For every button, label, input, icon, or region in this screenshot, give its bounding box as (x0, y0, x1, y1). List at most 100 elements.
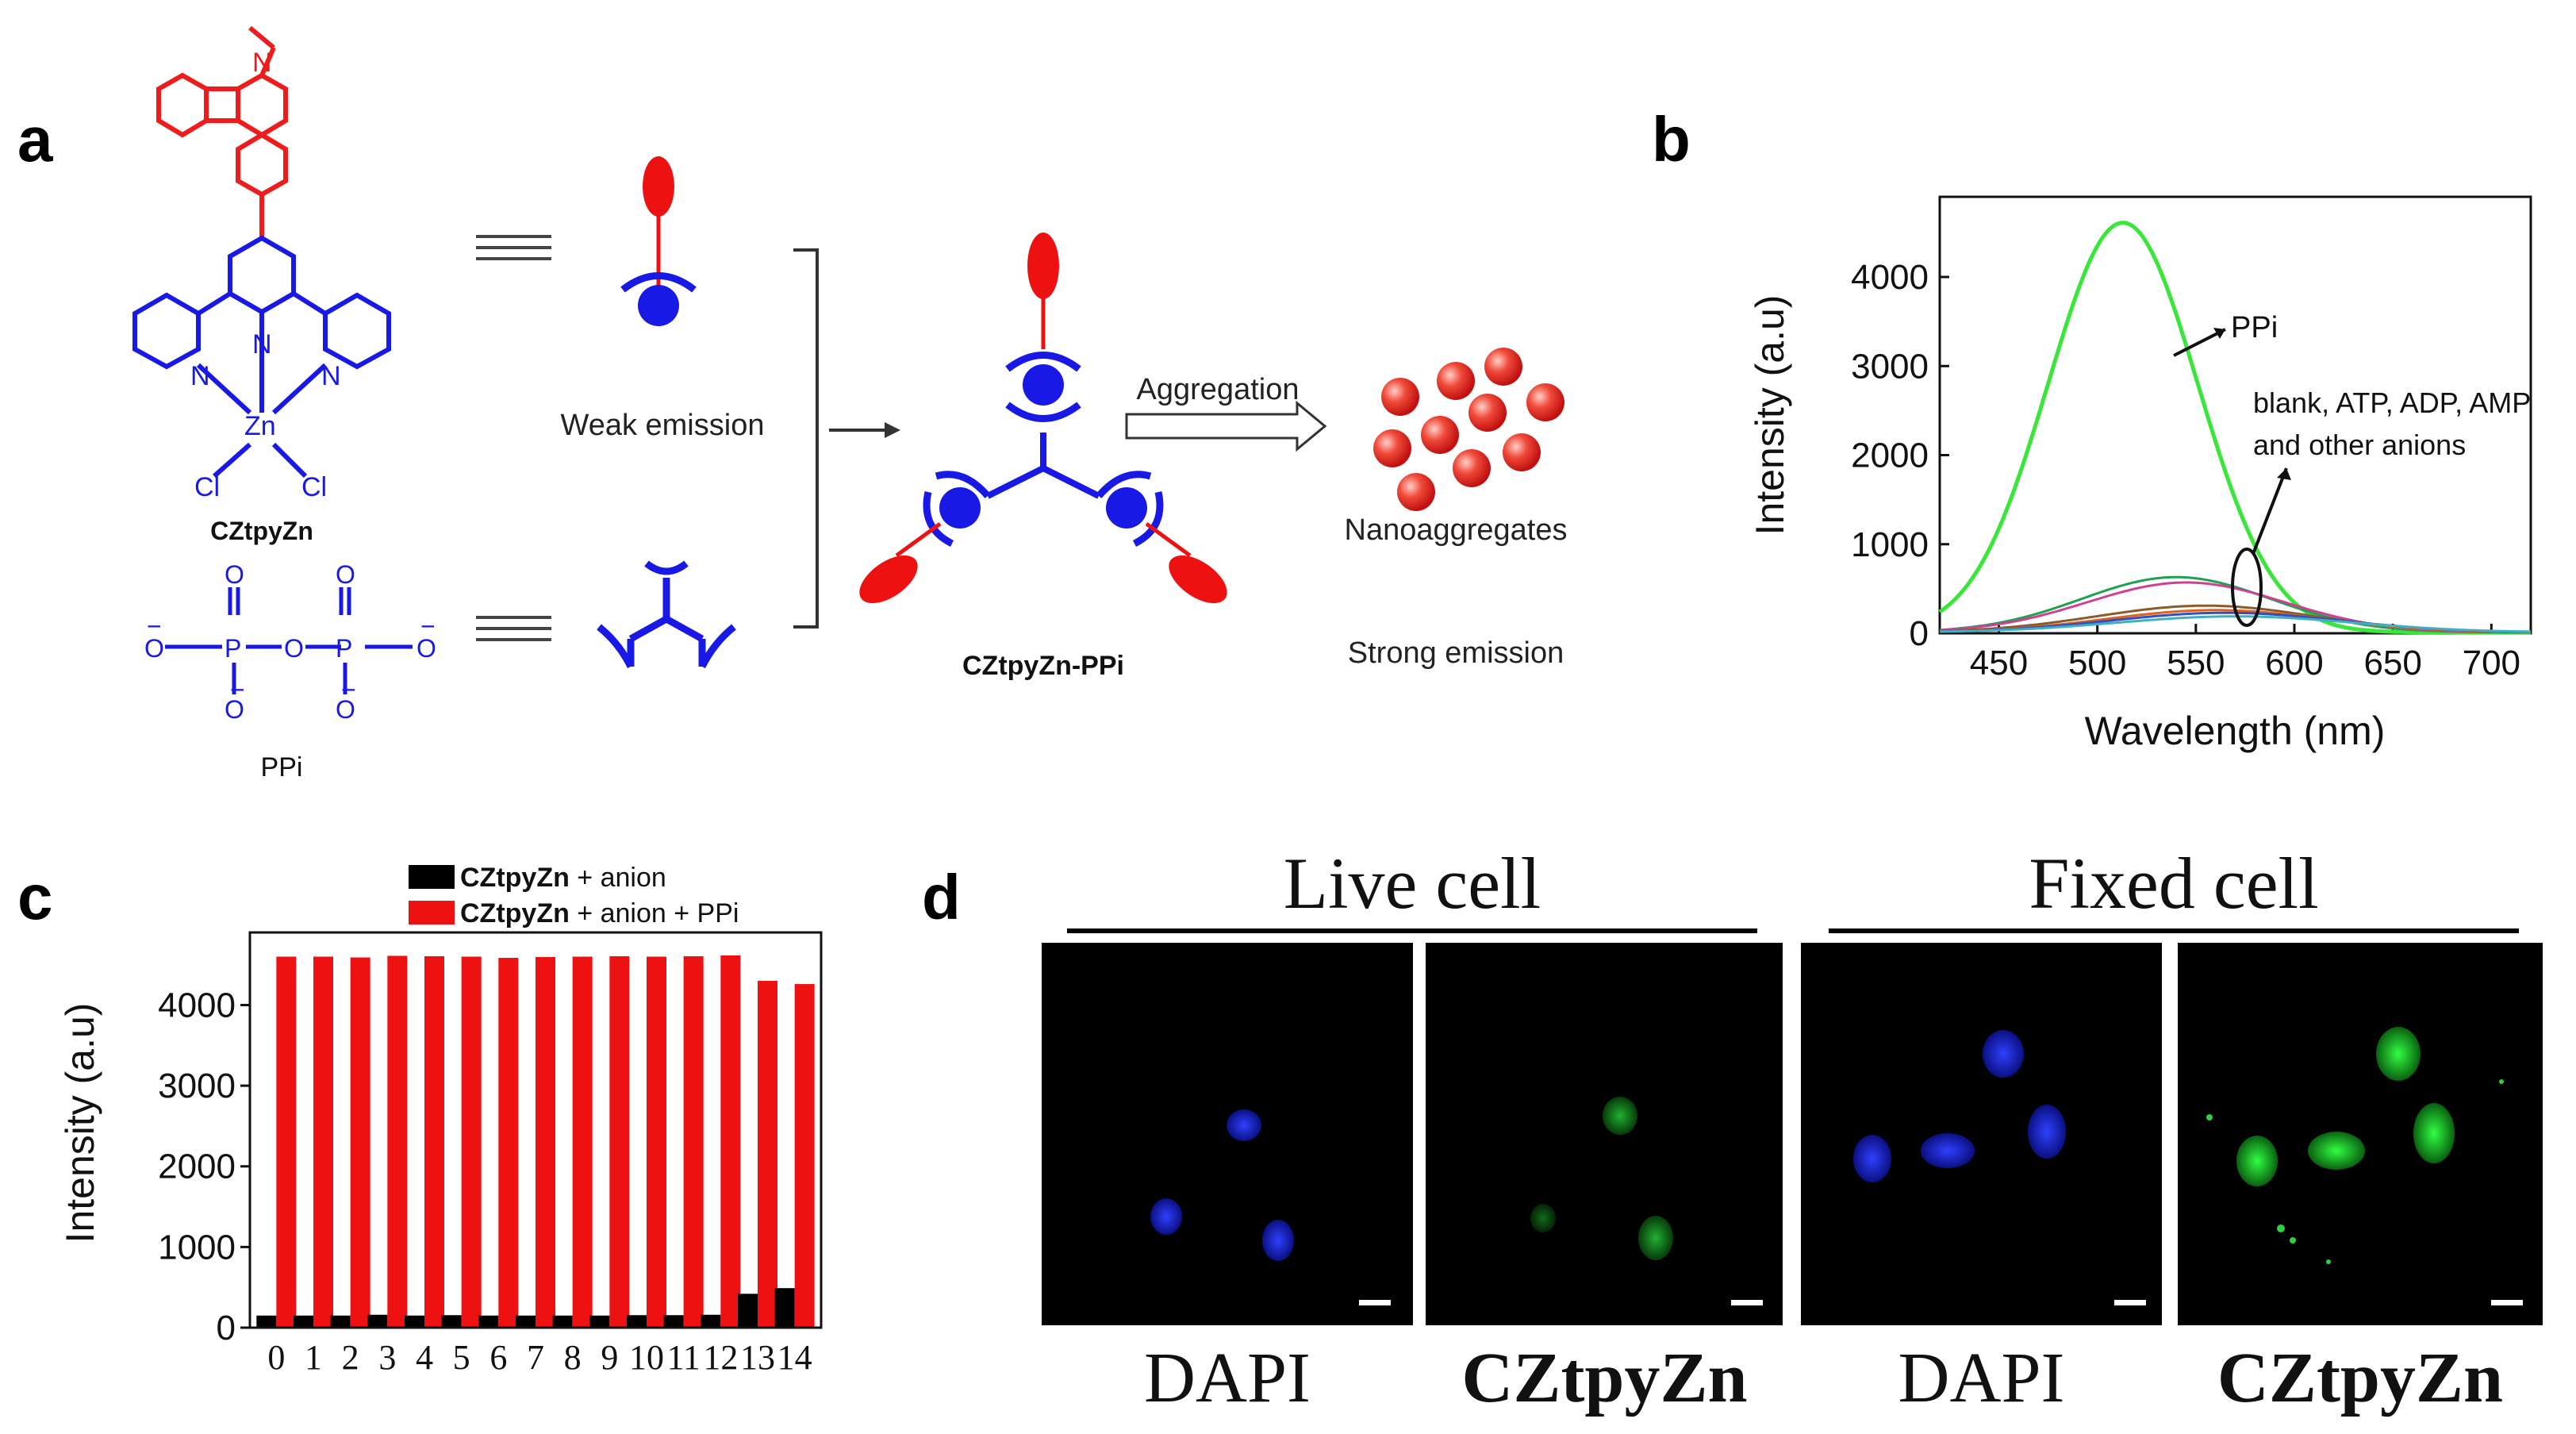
chloride-right: Cl (301, 472, 327, 502)
spectra-x-tick-label: 700 (2463, 644, 2520, 682)
ppi-minus-2: − (420, 612, 436, 640)
spectra-x-tick-label: 550 (2167, 644, 2225, 682)
label-fixed-cztpyzn: CZtpyZn (2217, 1339, 2504, 1417)
ppi-o-bridge: O (284, 634, 304, 663)
bar-anion-4 (405, 1315, 424, 1328)
ppi-o-top-1: O (225, 560, 244, 589)
bar-category-label: 12 (703, 1338, 738, 1377)
spectra-y-tick-label: 0 (1910, 614, 1929, 653)
bar-anion-ppi-6 (498, 958, 519, 1328)
fixed-cell-header: Fixed cell (2029, 843, 2319, 924)
bar-anion-6 (478, 1315, 499, 1328)
bar-anion-1 (294, 1315, 313, 1328)
aggregation-label: Aggregation (1137, 373, 1300, 406)
bar-anion-ppi-0 (276, 956, 297, 1328)
fixed-cell-underline (1829, 928, 2519, 933)
ppi-o-bottom-2: O (336, 695, 355, 724)
bar-anion-ppi-2 (350, 957, 370, 1328)
bar-category-label: 9 (601, 1338, 618, 1377)
ppi-structure (165, 587, 413, 694)
complex-cartoon-icon (859, 233, 1227, 604)
ppi-minus-3: − (230, 675, 245, 704)
live-cell-underline (1067, 928, 1757, 933)
bar-category-label: 6 (489, 1338, 507, 1377)
zinc-atom: Zn (244, 411, 276, 441)
bar-anion-14 (774, 1288, 795, 1328)
bar-anion-ppi-7 (536, 956, 555, 1328)
spectra-others-annotation-1: blank, ATP, ADP, AMP (2253, 386, 2531, 419)
bar-y-tick-label: 3000 (158, 1067, 236, 1105)
ppi-o-left: O (144, 634, 164, 663)
bar-y-tick-label: 4000 (158, 986, 236, 1025)
bar-y-tick-label: 1000 (158, 1228, 236, 1267)
chloride-left: Cl (194, 472, 220, 502)
ppi-o-right: O (417, 634, 436, 663)
panel-letter-c: c (17, 862, 53, 932)
micrograph-fixed-cztpyzn (2178, 943, 2543, 1325)
ppi-o-top-2: O (336, 560, 355, 589)
bar-anion-ppi-4 (424, 955, 444, 1328)
bar-category-label: 0 (267, 1338, 285, 1377)
bar-y-tick-label: 2000 (158, 1148, 236, 1186)
bar-anion-ppi-9 (609, 955, 630, 1328)
bar-category-label: 5 (453, 1338, 470, 1377)
bar-anion-ppi-1 (313, 956, 333, 1328)
spectra-series-line-6 (1939, 615, 2532, 633)
bar-anion-13 (738, 1294, 758, 1328)
strong-emission-label: Strong emission (1348, 636, 1564, 670)
carbazole-moiety (156, 25, 288, 238)
bar-legend-label-1: CZtpyZn + anion (460, 863, 666, 893)
spectra-y-tick-label: 2000 (1851, 436, 1929, 475)
cztpyzn-cartoon-icon (620, 156, 697, 326)
terpy-n-atom-center: N (252, 329, 272, 359)
terpy-n-atom-right: N (321, 361, 341, 391)
bar-anion-8 (552, 1315, 573, 1328)
bar-category-label: 14 (777, 1338, 812, 1377)
bar-plot-frame (248, 931, 823, 1329)
spectra-y-tick-label: 4000 (1851, 258, 1929, 297)
bar-category-label: 10 (629, 1338, 664, 1377)
ppi-p-1: P (225, 634, 241, 663)
bar-anion-ppi-12 (720, 955, 741, 1328)
bar-anion-ppi-8 (572, 956, 593, 1328)
ppi-name-label: PPi (261, 752, 303, 782)
micrograph-fixed-dapi (1801, 943, 2162, 1325)
bar-legend-label-2: CZtpyZn + anion + PPi (460, 898, 739, 928)
ppi-o-bottom-1: O (225, 695, 244, 724)
bar-y-tick-label: 0 (217, 1309, 236, 1347)
terpyridine-moiety (132, 235, 391, 479)
scheme-diagram: N N N N Zn Cl Cl CZtpyZn O O P P O O O O (132, 25, 1568, 782)
bar-anion-ppi-11 (683, 955, 704, 1328)
equivalence-symbol-bottom (476, 616, 551, 641)
bar-anion-ppi-13 (758, 980, 777, 1328)
spectra-y-tick-label: 1000 (1851, 525, 1929, 564)
spectra-plot-frame (1938, 195, 2532, 635)
panel-letter-d: d (922, 862, 961, 932)
bar-legend-swatch-1 (409, 865, 455, 889)
spectra-x-tick-label: 450 (1970, 644, 2028, 682)
bar-anion-ppi-3 (387, 955, 408, 1328)
ppi-p-2: P (336, 634, 352, 663)
carbazole-n-atom: N (252, 48, 272, 78)
bar-y-axis-label: Intensity (a.u) (58, 1003, 102, 1244)
weak-emission-label: Weak emission (561, 409, 765, 442)
spectra-ppi-annotation: PPi (2231, 311, 2278, 344)
ppi-minus-4: − (341, 675, 356, 704)
spectra-others-pointer (2252, 467, 2288, 555)
panel-letter-b: b (1652, 104, 1691, 175)
spectra-x-tick-label: 500 (2068, 644, 2126, 682)
panel-letter-a: a (17, 104, 53, 175)
equivalence-symbol-top (476, 235, 551, 260)
nanoaggregate-spheres (1373, 348, 1564, 511)
bar-category-label: 1 (305, 1338, 322, 1377)
bar-anion-ppi-10 (647, 956, 666, 1328)
bar-anion-9 (589, 1315, 610, 1328)
bar-anion-ppi-5 (461, 956, 482, 1328)
bar-anion-7 (516, 1315, 536, 1328)
micrograph-live-cztpyzn (1426, 943, 1783, 1325)
bar-anion-11 (663, 1315, 684, 1328)
bar-category-label: 8 (564, 1338, 582, 1377)
label-live-cztpyzn: CZtpyZn (1461, 1339, 1748, 1417)
